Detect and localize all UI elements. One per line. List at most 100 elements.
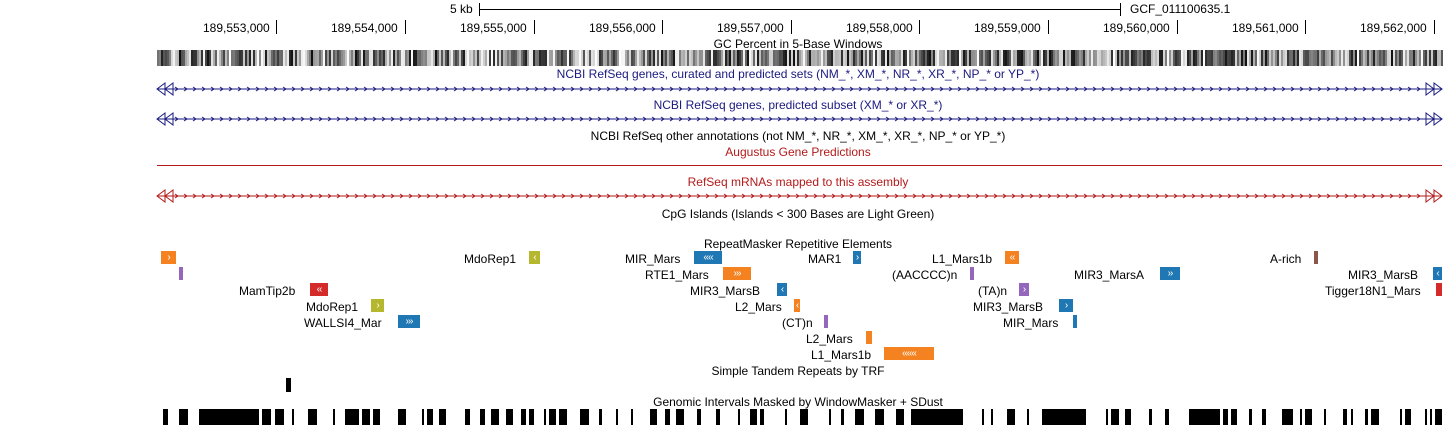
gc-bar — [769, 50, 771, 66]
gc-bar — [1271, 50, 1273, 66]
repeat-element[interactable] — [1314, 251, 1318, 264]
gc-bar — [1193, 50, 1195, 66]
gc-percent-track-title[interactable]: GC Percent in 5-Base Windows — [713, 37, 883, 51]
windowmasker-intervals[interactable] — [157, 409, 1442, 425]
repeat-element[interactable]: › — [1059, 299, 1073, 312]
repeat-element[interactable] — [824, 315, 828, 328]
gc-bar — [413, 50, 415, 66]
gc-bar — [727, 50, 729, 66]
ruler-position-label: 189,561,000 — [1232, 21, 1299, 35]
repeat-label: Tigger18N1_Mars — [1325, 284, 1421, 298]
repeat-element[interactable] — [1436, 283, 1442, 296]
strand-arrow — [1164, 116, 1169, 122]
strand-arrow — [1290, 86, 1295, 92]
repeat-element[interactable]: ››› — [723, 267, 751, 280]
augustus-track-title[interactable]: Augustus Gene Predictions — [725, 145, 871, 159]
strand-arrow — [1380, 116, 1385, 122]
repeat-element[interactable] — [179, 267, 183, 280]
simple-repeat-feature[interactable] — [286, 378, 291, 392]
repeat-element[interactable]: › — [371, 299, 384, 312]
repeatmasker-track-title[interactable]: RepeatMasker Repetitive Elements — [703, 237, 893, 251]
gc-bar — [477, 50, 479, 66]
gc-bar — [1415, 50, 1417, 66]
strand-arrow — [831, 86, 836, 92]
strand-arrow — [903, 116, 908, 122]
strand-arrow — [1110, 116, 1115, 122]
repeat-element[interactable]: › — [161, 251, 176, 264]
repeat-element[interactable]: › — [853, 251, 861, 264]
gc-bar — [241, 50, 243, 66]
simple-repeats-track-title[interactable]: Simple Tandem Repeats by TRF — [711, 364, 885, 378]
repeat-element[interactable]: ‹ — [529, 251, 540, 264]
cpg-islands-track-title[interactable]: CpG Islands (Islands < 300 Bases are Lig… — [661, 207, 935, 221]
gc-bar — [1035, 50, 1037, 66]
gc-bar — [953, 50, 955, 66]
gc-bar — [1053, 50, 1055, 66]
strand-arrow — [552, 116, 557, 122]
gc-bar — [1437, 50, 1439, 66]
strand-arrow — [1272, 116, 1277, 122]
strand-arrow — [669, 86, 674, 92]
repeat-element[interactable] — [866, 331, 872, 344]
strand-arrow — [1083, 116, 1088, 122]
strand-arrow — [192, 116, 197, 122]
repeat-element[interactable]: ‹‹‹‹‹‹ — [884, 347, 934, 360]
gc-bar — [851, 50, 853, 66]
gc-bar — [841, 50, 843, 66]
masked-interval — [1405, 409, 1411, 425]
gc-bar — [1117, 50, 1119, 66]
repeat-element[interactable] — [1073, 315, 1077, 328]
augustus-gene-model[interactable] — [157, 165, 1442, 166]
strand-arrow — [786, 86, 791, 92]
repeat-element[interactable]: ‹‹ — [310, 283, 328, 296]
refseq-other-track-title[interactable]: NCBI RefSeq other annotations (not NM_*,… — [590, 129, 1006, 143]
gc-bar — [1051, 50, 1053, 66]
gc-bar — [865, 50, 867, 66]
windowmasker-track-title[interactable]: Genomic Intervals Masked by WindowMasker… — [653, 395, 943, 409]
repeat-element[interactable]: ‹ — [1433, 267, 1442, 280]
strand-arrow — [822, 193, 827, 199]
repeat-element[interactable] — [970, 267, 974, 280]
strand-arrow — [1416, 193, 1421, 199]
strand-arrow — [696, 193, 701, 199]
repeat-element[interactable]: ‹‹ — [1005, 251, 1019, 264]
strand-arrow — [1218, 86, 1223, 92]
repeat-element[interactable]: ‹‹‹‹ — [694, 251, 722, 264]
repeat-element[interactable]: ‹ — [794, 299, 800, 312]
gc-bar — [1233, 50, 1235, 66]
gc-bar — [437, 50, 439, 66]
gc-bar — [947, 50, 949, 66]
gc-bar — [271, 50, 273, 66]
repeat-element[interactable]: ‹ — [777, 283, 787, 296]
gc-bar — [473, 50, 475, 66]
refseq-predicted-track-title[interactable]: NCBI RefSeq genes, predicted subset (XM_… — [653, 98, 943, 112]
gc-bar — [529, 50, 531, 66]
strand-arrow — [669, 193, 674, 199]
strand-arrow — [858, 86, 863, 92]
strand-arrow — [1182, 86, 1187, 92]
gc-bar — [381, 50, 383, 66]
gc-percent-wiggle[interactable] — [157, 50, 1443, 66]
repeat-element[interactable]: ››› — [398, 315, 420, 328]
refseq-mrna-alignment[interactable] — [156, 189, 1443, 203]
repeat-element[interactable]: ›› — [1160, 267, 1180, 280]
strand-arrow — [858, 193, 863, 199]
strand-arrow — [813, 86, 818, 92]
strand-arrow — [255, 86, 260, 92]
gc-bar — [157, 50, 159, 66]
refseq-predicted-gene-model[interactable] — [156, 112, 1443, 126]
gc-bar — [1387, 50, 1389, 66]
gc-bar — [291, 50, 293, 66]
gc-bar — [931, 50, 933, 66]
gc-bar — [209, 50, 211, 66]
gc-bar — [389, 50, 391, 66]
strand-arrow — [1299, 86, 1304, 92]
strand-arrow — [210, 193, 215, 199]
gc-bar — [1275, 50, 1277, 66]
refseq-mrna-track-title[interactable]: RefSeq mRNAs mapped to this assembly — [687, 175, 909, 189]
refseq-all-track-title[interactable]: NCBI RefSeq genes, curated and predicted… — [556, 67, 1040, 81]
strand-arrow — [930, 116, 935, 122]
masked-interval — [631, 409, 633, 425]
repeat-element[interactable]: › — [1019, 283, 1029, 296]
refseq-all-gene-model[interactable] — [156, 82, 1443, 96]
